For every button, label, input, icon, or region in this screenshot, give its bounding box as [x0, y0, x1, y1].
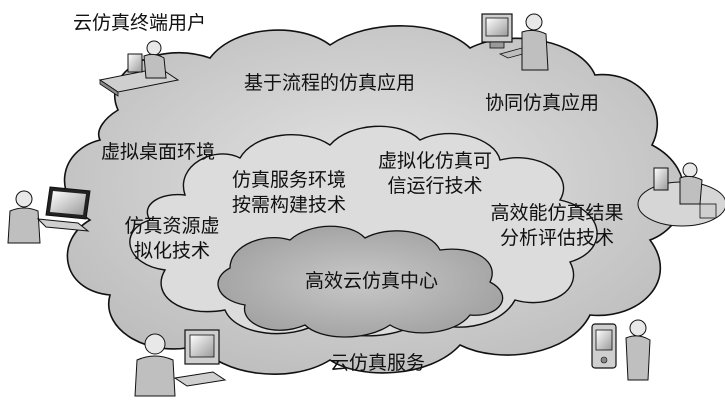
laptop-user-icon — [7, 186, 91, 244]
cloud-service-label: 云仿真服务 — [330, 352, 426, 374]
desk-user-icon — [98, 40, 180, 97]
resource-virt-label-line1: 仿真资源虚 — [124, 215, 220, 237]
trusted-run-label-line1: 虚拟化仿真可 — [377, 150, 492, 172]
service-env-label-line2: 按需构建技术 — [231, 194, 346, 216]
workstation-user-icon — [637, 162, 725, 227]
trusted-run-label-line2: 信运行技术 — [387, 175, 483, 197]
mobile-user-icon — [591, 319, 651, 381]
monitor-user-icon — [481, 13, 549, 71]
inner-cloud — [217, 225, 504, 338]
service-env-label-line1: 仿真服务环境 — [231, 169, 346, 191]
virtual-desktop-label: 虚拟桌面环境 — [101, 141, 216, 163]
pc-user-icon — [134, 329, 227, 397]
end-users-title: 云仿真终端用户 — [73, 12, 207, 34]
simulation-center-label: 高效云仿真中心 — [305, 270, 439, 292]
collaborative-apps-label: 协同仿真应用 — [485, 92, 600, 114]
flow-based-apps-label: 基于流程的仿真应用 — [244, 72, 416, 94]
resource-virt-label-line2: 拟化技术 — [133, 240, 210, 262]
result-analysis-label-line1: 高效能仿真结果 — [490, 202, 624, 224]
result-analysis-label-line2: 分析评估技术 — [499, 227, 614, 249]
